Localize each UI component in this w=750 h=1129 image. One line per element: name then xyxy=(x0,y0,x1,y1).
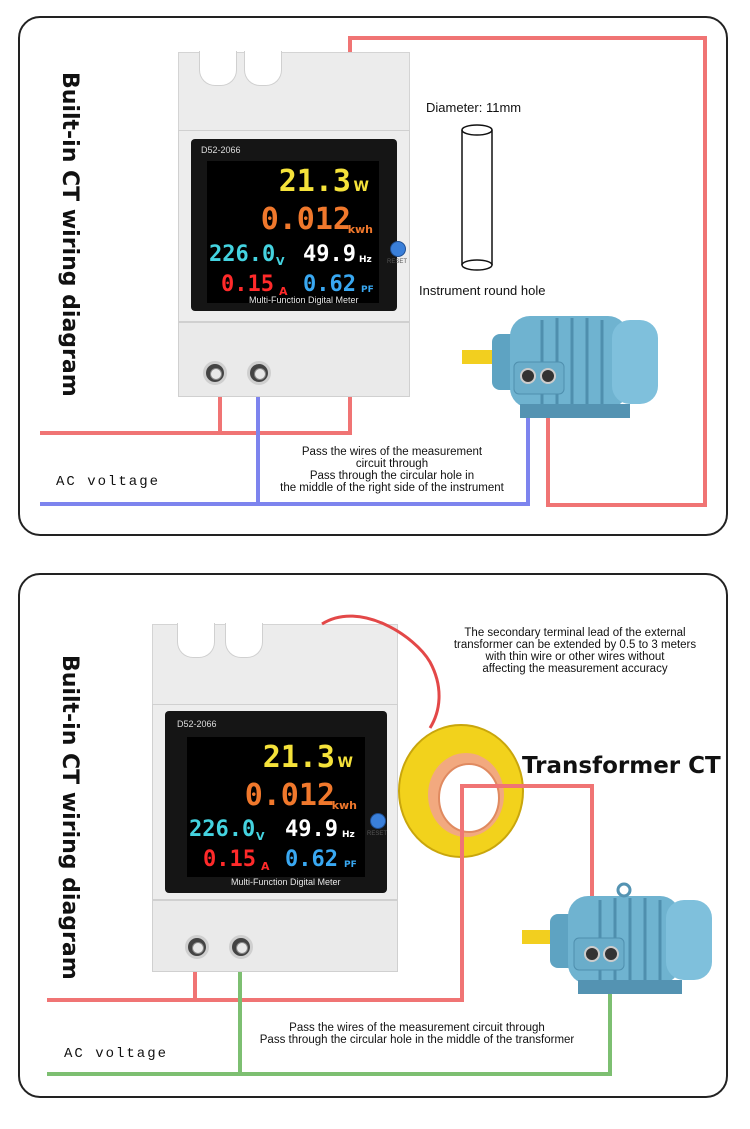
meter-screen: 21.3 W 0.012 kwh 226.0 V 49.9 Hz 0.15 A … xyxy=(187,737,365,877)
electric-motor-icon xyxy=(522,882,712,994)
neutral-wire-2b xyxy=(240,958,612,1076)
meter-bezel: D52-2066 21.3 W 0.012 kwh 226.0 V 49.9 H… xyxy=(165,711,387,893)
housing-tab xyxy=(199,51,237,86)
current-reading: 0.15 xyxy=(203,847,256,872)
measurement-note-1: Pass the wires of the measurement circui… xyxy=(262,446,522,494)
energy-reading: 0.012 xyxy=(260,202,351,237)
terminal-screw-left xyxy=(203,361,227,385)
tube-diameter-label: Diameter: 11mm xyxy=(426,100,522,115)
voltage-reading: 226.0 xyxy=(209,242,276,267)
note-line: The secondary terminal lead of the exter… xyxy=(464,627,686,639)
terminal-screw-right xyxy=(247,361,271,385)
note-line: with thin wire or other wires without xyxy=(485,651,665,663)
pf-unit: PF xyxy=(361,285,374,295)
frequency-unit: Hz xyxy=(342,830,355,840)
voltage-unit: V xyxy=(276,255,285,268)
ac-voltage-label-1: AC voltage xyxy=(56,474,161,490)
frequency-reading: 49.9 xyxy=(285,817,338,842)
note-line: Pass through the circular hole in xyxy=(309,470,475,482)
pf-reading: 0.62 xyxy=(303,272,356,297)
housing-tab xyxy=(225,623,263,658)
meter-base xyxy=(178,322,410,397)
reset-button[interactable] xyxy=(390,241,406,257)
frequency-reading: 49.9 xyxy=(303,242,356,267)
pf-unit: PF xyxy=(344,860,357,870)
model-label: D52-2066 xyxy=(177,719,217,729)
energy-reading: 0.012 xyxy=(244,778,335,813)
transformer-ct-title: Transformer CT xyxy=(522,753,721,779)
reset-label: RESET xyxy=(387,259,408,265)
note-line: Pass through the circular hole in the mi… xyxy=(259,1034,575,1046)
current-unit: A xyxy=(261,860,270,873)
meter-bezel: D52-2066 21.3 W 0.012 kwh 226.0 V 49.9 H… xyxy=(191,139,397,311)
note-line: Pass the wires of the measurement circui… xyxy=(289,1022,545,1034)
neutral-wire-1b xyxy=(258,385,530,506)
current-reading: 0.15 xyxy=(221,272,274,297)
note-line: the middle of the right side of the inst… xyxy=(280,482,504,494)
note-line: transformer can be extended by 0.5 to 3 … xyxy=(453,639,697,651)
model-label: D52-2066 xyxy=(201,145,241,155)
meter-screen: 21.3 W 0.012 kwh 226.0 V 49.9 Hz 0.15 A … xyxy=(207,161,379,303)
electric-motor-icon xyxy=(462,316,658,418)
frequency-unit: Hz xyxy=(359,255,372,265)
housing-tab xyxy=(177,623,215,658)
digital-meter-1: D52-2066 21.3 W 0.012 kwh 226.0 V 49.9 H… xyxy=(178,51,410,397)
power-unit: W xyxy=(337,755,353,771)
din-rail-housing-top xyxy=(178,51,410,132)
reset-button[interactable] xyxy=(370,813,386,829)
power-unit: W xyxy=(353,179,369,195)
note-line: affecting the measurement accuracy xyxy=(482,663,668,675)
power-reading: 21.3 xyxy=(262,740,335,775)
ac-voltage-label-2: AC voltage xyxy=(64,1046,169,1062)
voltage-reading: 226.0 xyxy=(189,817,256,842)
reset-label: RESET xyxy=(367,831,388,837)
ct-secondary-lead xyxy=(321,614,441,729)
meter-caption: Multi-Function Digital Meter xyxy=(249,295,359,305)
pf-reading: 0.62 xyxy=(285,847,338,872)
terminal-screw-left xyxy=(185,935,209,959)
ct-extension-note: The secondary terminal lead of the exter… xyxy=(430,627,720,675)
instrument-hole-label: Instrument round hole xyxy=(419,283,546,298)
meter-caption: Multi-Function Digital Meter xyxy=(231,877,341,887)
meter-face: D52-2066 21.3 W 0.012 kwh 226.0 V 49.9 H… xyxy=(178,130,410,322)
current-unit: A xyxy=(279,285,288,298)
meter-face: D52-2066 21.3 W 0.012 kwh 226.0 V 49.9 H… xyxy=(152,704,398,900)
round-hole-tube-icon xyxy=(461,124,493,271)
meter-base xyxy=(152,900,398,972)
terminal-screw-right xyxy=(229,935,253,959)
housing-tab xyxy=(244,51,282,86)
energy-unit: kwh xyxy=(331,799,357,812)
power-reading: 21.3 xyxy=(278,164,351,199)
measurement-note-2: Pass the wires of the measurement circui… xyxy=(232,1022,602,1046)
voltage-unit: V xyxy=(256,830,265,843)
note-line: circuit through xyxy=(355,458,429,470)
live-wire-1b xyxy=(220,392,352,435)
note-line: Pass the wires of the measurement xyxy=(301,446,483,458)
energy-unit: kwh xyxy=(347,223,373,236)
digital-meter-2: D52-2066 21.3 W 0.012 kwh 226.0 V 49.9 H… xyxy=(152,623,398,972)
